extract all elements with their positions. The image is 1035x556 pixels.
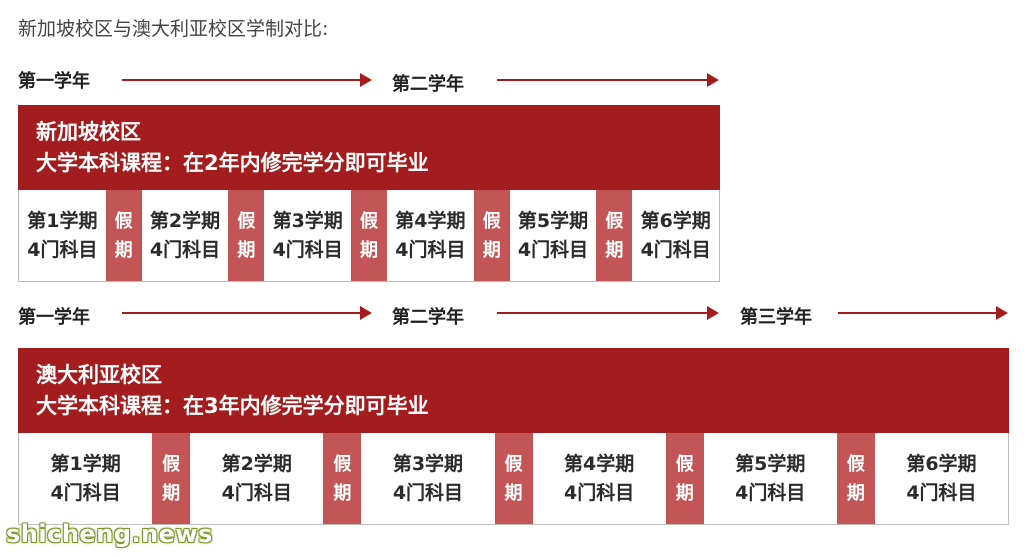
term-name: 第1学期 <box>27 209 98 232</box>
term-courses: 4门科目 <box>27 238 98 261</box>
term-courses: 4门科目 <box>149 238 221 261</box>
term-name: 第2学期 <box>149 209 221 232</box>
break-cell: 假期 <box>323 433 362 524</box>
term-cell: 第4学期 4门科目 <box>533 433 666 524</box>
au-year-1: 第一学年 <box>18 307 90 328</box>
term-name: 第2学期 <box>221 452 292 475</box>
term-courses: 4门科目 <box>50 481 121 504</box>
break-cell: 假期 <box>836 433 875 524</box>
break-cell: 假期 <box>473 190 510 281</box>
term-name: 第1学期 <box>50 452 121 475</box>
term-cell: 第5学期 4门科目 <box>704 433 837 524</box>
break-char: 假 <box>605 210 624 232</box>
watermark: shicheng.news <box>6 520 213 548</box>
break-char: 期 <box>675 482 694 504</box>
break-char: 期 <box>846 482 865 504</box>
term-courses: 4门科目 <box>395 238 466 261</box>
term-courses: 4门科目 <box>517 238 589 261</box>
term-name: 第4学期 <box>563 452 635 475</box>
term-name: 第5学期 <box>735 452 806 475</box>
term-name: 第5学期 <box>517 209 589 232</box>
term-cell: 第4学期 4门科目 <box>387 190 474 281</box>
sg-year-1: 第一学年 <box>18 71 90 92</box>
sg-banner: 新加坡校区 大学本科课程：在2年内修完学分即可毕业 <box>18 105 720 190</box>
break-char: 期 <box>482 239 501 261</box>
break-char: 假 <box>333 453 352 475</box>
sg-year-2: 第二学年 <box>392 74 464 95</box>
au-year-2: 第二学年 <box>392 307 464 328</box>
term-cell: 第6学期 4门科目 <box>632 190 719 281</box>
term-cell: 第3学期 4门科目 <box>264 190 351 281</box>
term-cell: 第3学期 4门科目 <box>361 433 494 524</box>
break-char: 期 <box>605 239 624 261</box>
au-program-desc: 大学本科课程：在3年内修完学分即可毕业 <box>36 394 429 418</box>
break-char: 假 <box>846 453 865 475</box>
au-campus-title: 澳大利亚校区 <box>36 363 162 387</box>
au-arrow-2 <box>497 306 719 320</box>
break-char: 假 <box>504 453 523 475</box>
break-char: 假 <box>237 210 256 232</box>
term-courses: 4门科目 <box>906 481 977 504</box>
break-cell: 假期 <box>596 190 633 281</box>
break-char: 假 <box>675 453 694 475</box>
break-cell: 假期 <box>152 433 191 524</box>
break-cell: 假期 <box>105 190 142 281</box>
break-char: 假 <box>482 210 501 232</box>
term-courses: 4门科目 <box>392 481 464 504</box>
term-courses: 4门科目 <box>272 238 343 261</box>
break-char: 期 <box>237 239 256 261</box>
au-year-3: 第三学年 <box>740 307 812 328</box>
au-banner: 澳大利亚校区 大学本科课程：在3年内修完学分即可毕业 <box>18 348 1009 433</box>
break-char: 期 <box>162 482 181 504</box>
break-cell: 假期 <box>228 190 265 281</box>
sg-campus-title: 新加坡校区 <box>36 120 141 144</box>
break-char: 期 <box>333 482 352 504</box>
term-name: 第4学期 <box>395 209 466 232</box>
term-courses: 4门科目 <box>735 481 806 504</box>
term-name: 第3学期 <box>392 452 464 475</box>
intro-text: 新加坡校区与澳大利亚校区学制对比: <box>18 18 329 40</box>
sg-arrow-2 <box>497 73 719 87</box>
term-name: 第6学期 <box>640 209 711 232</box>
term-cell: 第2学期 4门科目 <box>190 433 323 524</box>
break-cell: 假期 <box>351 190 388 281</box>
break-char: 假 <box>360 210 379 232</box>
break-char: 假 <box>114 210 133 232</box>
term-name: 第6学期 <box>906 452 977 475</box>
term-cell: 第1学期 4门科目 <box>19 190 106 281</box>
break-char: 期 <box>360 239 379 261</box>
break-char: 期 <box>504 482 523 504</box>
term-cell: 第2学期 4门科目 <box>142 190 229 281</box>
break-char: 期 <box>114 239 133 261</box>
term-cell: 第5学期 4门科目 <box>510 190 597 281</box>
sg-arrow-1 <box>122 73 372 87</box>
sg-program-desc: 大学本科课程：在2年内修完学分即可毕业 <box>36 151 429 175</box>
au-arrow-3 <box>838 306 1008 320</box>
term-courses: 4门科目 <box>563 481 635 504</box>
au-arrow-1 <box>122 306 372 320</box>
break-cell: 假期 <box>494 433 533 524</box>
break-char: 假 <box>162 453 181 475</box>
term-name: 第3学期 <box>272 209 343 232</box>
term-cell: 第6学期 4门科目 <box>875 433 1008 524</box>
term-cell: 第1学期 4门科目 <box>19 433 152 524</box>
term-courses: 4门科目 <box>640 238 711 261</box>
term-courses: 4门科目 <box>221 481 292 504</box>
break-cell: 假期 <box>665 433 704 524</box>
